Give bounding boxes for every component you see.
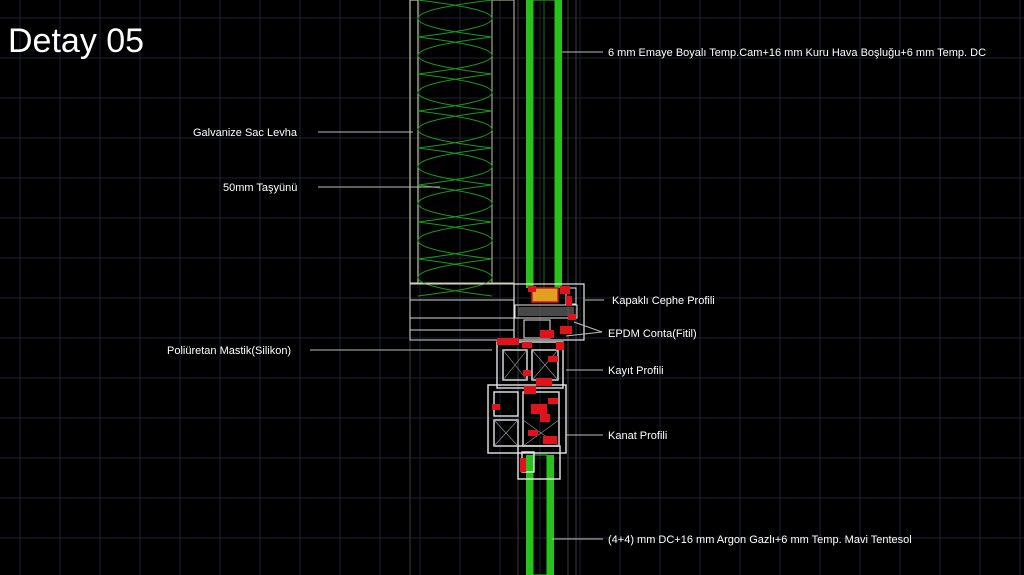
- label-sash-profile: Kanat Profili: [608, 430, 667, 442]
- gasket-piece: [520, 458, 526, 472]
- drawing-title: Detay 05: [8, 22, 144, 60]
- gasket-piece: [492, 404, 500, 410]
- gasket-piece: [540, 414, 550, 422]
- label-insulation: 50mm Taşyünü: [223, 182, 297, 194]
- stone-wool-insulation: [417, 0, 493, 297]
- lower-glass-unit: [526, 454, 554, 575]
- label-sealant: Poliüretan Mastik(Silikon): [167, 345, 291, 357]
- label-transom-profile: Kayıt Profili: [608, 365, 664, 377]
- gasket-piece: [543, 436, 557, 444]
- galvanized-sheet-panel: [409, 0, 515, 284]
- gasket-piece: [528, 286, 536, 292]
- gasket-piece: [556, 342, 564, 350]
- upper-glass-unit: [526, 0, 562, 289]
- frame-profiles: [487, 341, 567, 480]
- gasket-piece: [540, 330, 554, 338]
- gasket-piece: [568, 314, 576, 320]
- gasket-piece: [524, 386, 536, 394]
- gasket-piece: [560, 286, 570, 294]
- gasket-piece: [548, 398, 558, 404]
- label-galvanized-sheet: Galvanize Sac Levha: [193, 127, 298, 139]
- gasket-piece: [497, 338, 519, 345]
- cover-profile: [513, 283, 585, 341]
- gasket-piece: [566, 296, 572, 306]
- epdm-gaskets: [492, 286, 576, 472]
- gasket-piece: [548, 356, 558, 362]
- gasket-piece: [560, 326, 572, 334]
- gasket-piece: [536, 378, 552, 386]
- label-glass-bottom: (4+4) mm DC+16 mm Argon Gazlı+6 mm Temp.…: [608, 534, 912, 546]
- gasket-piece: [522, 342, 532, 348]
- gasket-piece: [528, 430, 538, 436]
- label-cover-profile: Kapaklı Cephe Profili: [612, 295, 715, 307]
- label-epdm-gasket: EPDM Conta(Fitil): [608, 328, 697, 340]
- gasket-piece: [531, 404, 547, 414]
- frame-cross-hatch: [493, 349, 560, 447]
- insulation-pattern: [417, 0, 493, 297]
- label-glass-top: 6 mm Emaye Boyalı Temp.Cam+16 mm Kuru Ha…: [608, 47, 986, 59]
- leader-lines: [310, 51, 604, 540]
- gasket-piece: [523, 370, 531, 376]
